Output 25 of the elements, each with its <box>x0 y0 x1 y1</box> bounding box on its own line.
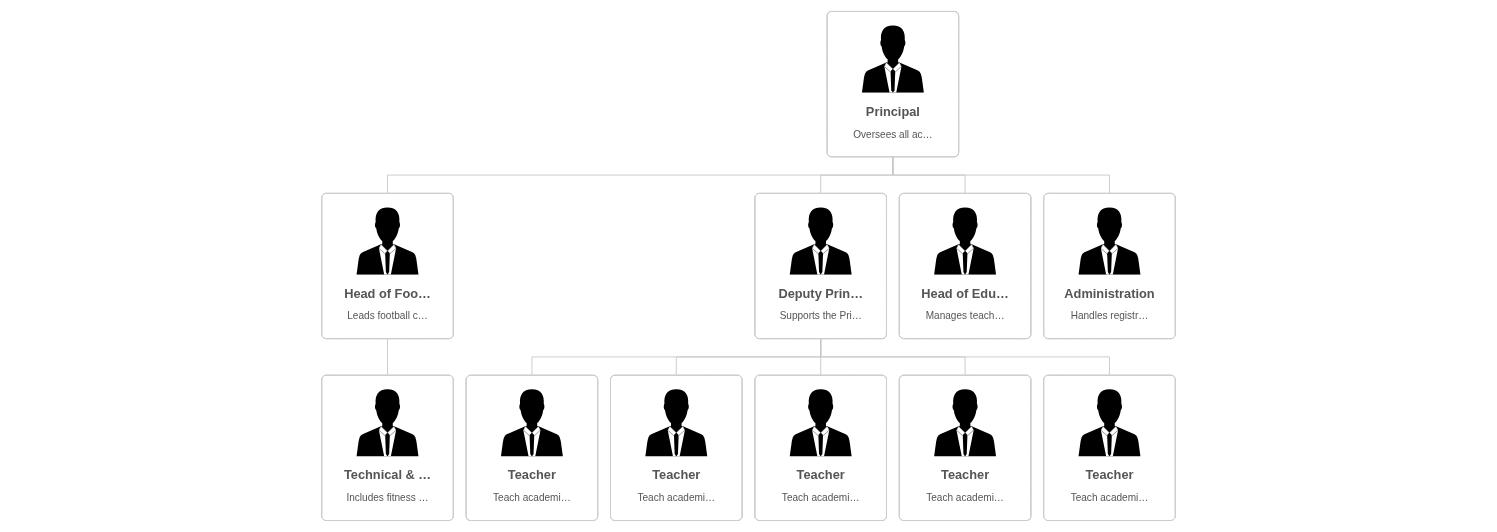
role-description: Handles registr… <box>1070 310 1149 322</box>
person-title: Teacher <box>940 466 991 484</box>
role-description: Oversees all ac… <box>853 128 933 140</box>
role-description: Teach academi… <box>781 492 860 504</box>
person-title: Head of Foo… <box>343 284 432 303</box>
person-title: Teacher <box>795 466 846 484</box>
person-title: Deputy Prin… <box>777 284 864 303</box>
role-description: Teach academi… <box>637 492 716 504</box>
role-description: Includes fitness … <box>346 492 429 504</box>
person-title: Technical & … <box>342 466 433 484</box>
role-description: Manages teach… <box>925 310 1005 322</box>
person-title: Head of Edu… <box>920 284 1010 303</box>
connector <box>892 156 1110 194</box>
role-description: Teach academi… <box>1070 492 1149 504</box>
connector <box>387 338 388 376</box>
role-description: Teach academi… <box>926 492 1004 504</box>
role-description: Teach academi… <box>493 492 571 504</box>
person-title: Teacher <box>1084 466 1135 484</box>
role-description: Leads football c… <box>347 310 428 322</box>
role-description: Supports the Pri… <box>779 310 862 322</box>
person-title: Principal <box>864 102 921 121</box>
person-title: Administration <box>1063 284 1156 303</box>
connector <box>820 338 1110 376</box>
person-title: Teacher <box>506 466 557 484</box>
person-title: Teacher <box>651 466 702 484</box>
